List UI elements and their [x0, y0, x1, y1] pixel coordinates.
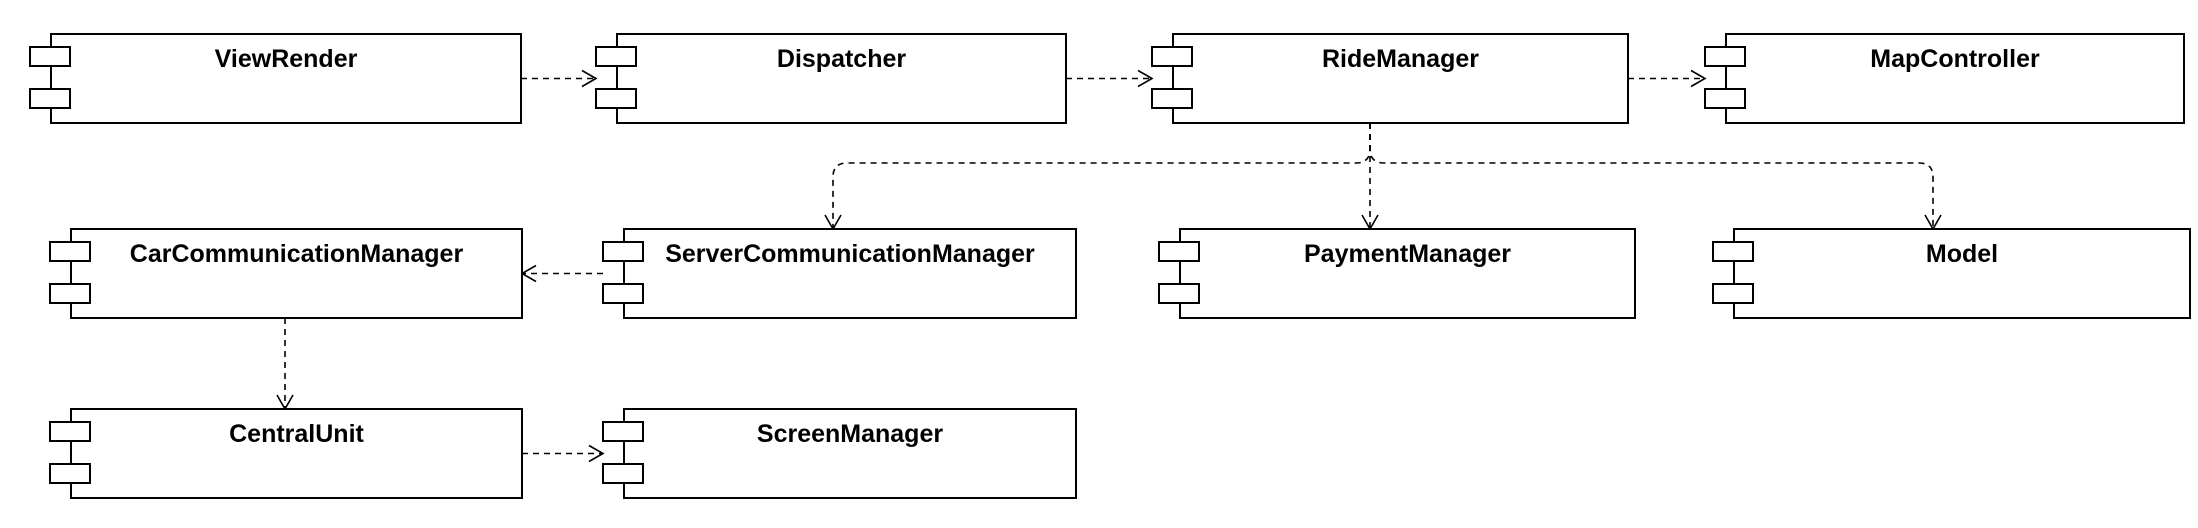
component-box	[50, 33, 522, 124]
component-mapcontroller: MapController	[1704, 33, 2185, 124]
dependency-arrowhead	[1690, 69, 1707, 88]
component-icon	[595, 88, 637, 109]
dependency-dispatcher-to-ridemanager	[1066, 69, 1154, 88]
component-icon	[29, 88, 71, 109]
component-icon	[1158, 241, 1200, 262]
component-ridemanager: RideManager	[1151, 33, 1629, 124]
dependency-line	[832, 123, 1371, 229]
component-icon	[1712, 283, 1754, 304]
component-servercommunicationmanager: ServerCommunicationManager	[602, 228, 1077, 319]
dependency-centralunit-to-screenmanager	[522, 444, 605, 463]
dependency-servercommunicationmanager-to-carcommunicationmanager	[520, 264, 603, 283]
component-carcommunicationmanager: CarCommunicationManager	[49, 228, 523, 319]
component-layer: ViewRender Dispatcher RideManager MapContro…	[29, 33, 2191, 499]
component-icon	[49, 283, 91, 304]
component-icon	[1158, 283, 1200, 304]
dependency-viewrender-to-dispatcher	[521, 69, 598, 88]
dependency-ridemanager-to-servercommunicationmanager	[824, 123, 1371, 231]
component-icon	[1151, 46, 1193, 67]
component-name: Dispatcher	[777, 45, 906, 73]
dependency-carcommunicationmanager-to-centralunit	[276, 318, 294, 411]
component-icon	[49, 463, 91, 484]
dependency-ridemanager-to-model	[1369, 123, 1942, 231]
component-centralunit: CentralUnit	[49, 408, 523, 499]
component-name: ViewRender	[215, 45, 358, 73]
component-box	[70, 228, 523, 319]
dependency-arrowhead	[581, 69, 598, 88]
component-box	[1172, 33, 1629, 124]
component-box	[1725, 33, 2185, 124]
component-name: MapController	[1870, 45, 2040, 73]
component-screenmanager: ScreenManager	[602, 408, 1077, 499]
component-paymentmanager: PaymentManager	[1158, 228, 1636, 319]
component-box	[623, 408, 1077, 499]
component-icon	[602, 283, 644, 304]
component-name: ScreenManager	[757, 420, 943, 448]
component-name: ServerCommunicationManager	[665, 240, 1035, 268]
component-name: Model	[1926, 240, 1998, 268]
component-icon	[602, 421, 644, 442]
dependency-ridemanager-to-mapcontroller	[1628, 69, 1707, 88]
component-icon	[29, 46, 71, 67]
component-icon	[1704, 46, 1746, 67]
dependency-layer	[276, 69, 1942, 463]
dependency-line	[1369, 123, 1934, 229]
dependency-arrowhead	[1137, 69, 1154, 88]
component-icon	[1704, 88, 1746, 109]
component-icon	[1712, 241, 1754, 262]
component-icon	[602, 241, 644, 262]
component-box	[623, 228, 1077, 319]
component-name: PaymentManager	[1304, 240, 1511, 268]
component-icon	[602, 463, 644, 484]
component-icon	[49, 241, 91, 262]
component-icon	[1151, 88, 1193, 109]
component-model: Model	[1712, 228, 2191, 319]
component-box	[70, 408, 523, 499]
component-icon	[595, 46, 637, 67]
component-name: RideManager	[1322, 45, 1479, 73]
dependency-arrowhead	[588, 444, 605, 463]
component-box	[1179, 228, 1636, 319]
component-icon	[49, 421, 91, 442]
component-name: CarCommunicationManager	[130, 240, 464, 268]
component-name: CentralUnit	[229, 420, 364, 448]
component-viewrender: ViewRender	[29, 33, 522, 124]
component-box	[616, 33, 1067, 124]
component-box	[1733, 228, 2191, 319]
component-dispatcher: Dispatcher	[595, 33, 1067, 124]
